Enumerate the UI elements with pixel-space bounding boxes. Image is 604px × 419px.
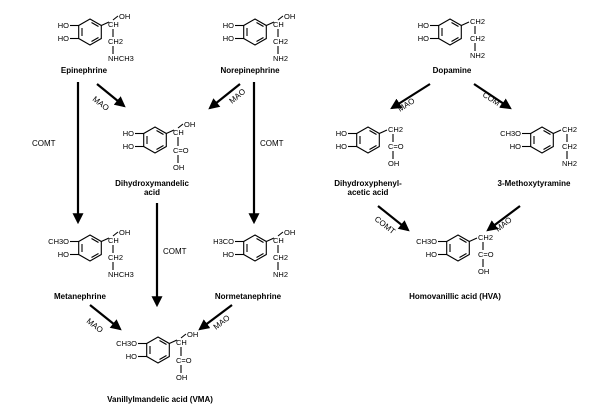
compound-metanephrine: CH3O HO OH CH CH2 NHCH3 bbox=[48, 228, 134, 279]
compound-name-dihydroxymandelic-acid-line2: acid bbox=[144, 188, 160, 197]
compound-dopamine: HO HO CH2 CH2 NH2 bbox=[418, 17, 485, 60]
enzyme-label-mao: MAO bbox=[85, 316, 105, 334]
compound-name-dihydroxyphenylacetic-acid: Dihydroxyphenyl- bbox=[334, 179, 402, 188]
ring-substituent-bottom: HO bbox=[58, 34, 69, 43]
chain-group: OH bbox=[119, 228, 130, 237]
ring-substituent-top: HO bbox=[58, 21, 69, 30]
enzyme-label-comt: COMT bbox=[163, 247, 187, 256]
chain-group: OH bbox=[119, 12, 130, 21]
ring-substituent-bottom: HO bbox=[418, 34, 429, 43]
compound-name-dihydroxyphenylacetic-acid-line2: acetic acid bbox=[348, 188, 389, 197]
ring-substituent-top: CH3O bbox=[500, 129, 521, 138]
compound-name-vanillylmandelic-acid: Vanillylmandelic acid (VMA) bbox=[107, 395, 213, 404]
arrow-dopac-to-hva bbox=[377, 205, 410, 232]
compound-name-normetanephrine: Normetanephrine bbox=[215, 292, 282, 301]
compound-name-3-methoxytyramine: 3-Methoxytyramine bbox=[498, 179, 571, 188]
chain-group: NHCH3 bbox=[108, 270, 134, 279]
chain-group: CH2 bbox=[108, 37, 123, 46]
enzyme-label-mao: MAO bbox=[396, 96, 416, 113]
compound-epinephrine: HO HO OH CH CH2 NHCH3 bbox=[58, 12, 134, 63]
chain-group: CH bbox=[273, 20, 284, 29]
ring-substituent-bottom: HO bbox=[58, 250, 69, 259]
compound-dihydroxyphenylacetic-acid: HO HO CH2 C=O OH bbox=[336, 125, 404, 168]
arrow-metanephrine-to-vma bbox=[89, 304, 122, 331]
ring-substituent-bottom: HO bbox=[123, 142, 134, 151]
chain-group: OH bbox=[284, 228, 295, 237]
chain-group: NHCH3 bbox=[108, 54, 134, 63]
arrow-3-methoxytyramine-to-hva bbox=[486, 205, 521, 232]
compound-name-metanephrine: Metanephrine bbox=[54, 292, 107, 301]
chain-group: CH bbox=[176, 338, 187, 347]
chain-group: CH2 bbox=[470, 17, 485, 26]
chain-group: OH bbox=[284, 12, 295, 21]
chain-group: C=O bbox=[478, 250, 494, 259]
chain-group: NH2 bbox=[470, 51, 485, 60]
chain-group: CH bbox=[273, 236, 284, 245]
ring-substituent-top: HO bbox=[418, 21, 429, 30]
ring-substituent-top: HO bbox=[123, 129, 134, 138]
compound-name-epinephrine: Epinephrine bbox=[61, 66, 108, 75]
enzyme-label-mao: MAO bbox=[212, 313, 232, 331]
ring-substituent-bottom: HO bbox=[336, 142, 347, 151]
compound-homovanillic-acid: CH3O HO CH2 C=O OH bbox=[416, 233, 494, 276]
enzyme-label-comt: COMT bbox=[260, 139, 284, 148]
ring-substituent-top: CH3O bbox=[416, 237, 437, 246]
arrow-dopamine-to-3-methoxytyramine bbox=[473, 83, 512, 110]
chain-group: CH2 bbox=[562, 125, 577, 134]
chain-group: C=O bbox=[173, 146, 189, 155]
ring-substituent-bottom: HO bbox=[426, 250, 437, 259]
chain-group: CH2 bbox=[273, 253, 288, 262]
chain-group: CH2 bbox=[388, 125, 403, 134]
enzyme-label-comt: COMT bbox=[481, 90, 506, 110]
ring-substituent-top: CH3O bbox=[48, 237, 69, 246]
chain-group: NH2 bbox=[273, 270, 288, 279]
ring-substituent-bottom: HO bbox=[126, 352, 137, 361]
compound-name-dihydroxymandelic-acid: Dihydroxymandelic bbox=[115, 179, 189, 188]
enzyme-label-mao: MAO bbox=[91, 94, 111, 112]
chain-group: C=O bbox=[388, 142, 404, 151]
ring-substituent-top: H3CO bbox=[213, 237, 234, 246]
compound-name-homovanillic-acid: Homovanillic acid (HVA) bbox=[409, 292, 501, 301]
chain-group: CH2 bbox=[470, 34, 485, 43]
enzyme-label-mao: MAO bbox=[494, 215, 514, 233]
chain-group: CH2 bbox=[478, 233, 493, 242]
arrow-dopamine-to-dopac bbox=[390, 83, 431, 110]
arrow-normetanephrine-to-vma bbox=[198, 304, 233, 331]
chain-group: CH2 bbox=[108, 253, 123, 262]
chain-group: CH bbox=[108, 20, 119, 29]
ring-substituent-bottom: HO bbox=[510, 142, 521, 151]
compound-name-dopamine: Dopamine bbox=[433, 66, 472, 75]
ring-substituent-top: CH3O bbox=[116, 339, 137, 348]
compound-vanillylmandelic-acid: CH3O HO OH CH C=O OH bbox=[116, 330, 198, 382]
chain-group: NH2 bbox=[273, 54, 288, 63]
chain-group: OH bbox=[388, 159, 399, 168]
arrow-epinephrine-to-dihydroxymandelic bbox=[96, 83, 126, 108]
ring-substituent-bottom: HO bbox=[223, 250, 234, 259]
chain-group: OH bbox=[187, 330, 198, 339]
enzyme-label-mao: MAO bbox=[228, 87, 248, 106]
chain-group: OH bbox=[478, 267, 489, 276]
chain-group: CH bbox=[108, 236, 119, 245]
compound-3-methoxytyramine: CH3O HO CH2 CH2 NH2 bbox=[500, 125, 577, 168]
ring-substituent-top: HO bbox=[336, 129, 347, 138]
chain-group: OH bbox=[176, 373, 187, 382]
ring-substituent-top: HO bbox=[223, 21, 234, 30]
compound-norepinephrine: HO HO OH CH CH2 NH2 bbox=[223, 12, 296, 63]
chain-group: OH bbox=[173, 163, 184, 172]
compound-dihydroxymandelic-acid: HO HO OH CH C=O OH bbox=[123, 120, 196, 172]
ring-substituent-bottom: HO bbox=[223, 34, 234, 43]
chain-group: CH bbox=[173, 128, 184, 137]
chain-group: OH bbox=[184, 120, 195, 129]
chain-group: C=O bbox=[176, 356, 192, 365]
chain-group: CH2 bbox=[562, 142, 577, 151]
chain-group: NH2 bbox=[562, 159, 577, 168]
compound-name-norepinephrine: Norepinephrine bbox=[220, 66, 280, 75]
arrow-norepinephrine-to-dihydroxymandelic bbox=[208, 83, 241, 110]
chain-group: CH2 bbox=[273, 37, 288, 46]
compound-normetanephrine: H3CO HO OH CH CH2 NH2 bbox=[213, 228, 295, 279]
enzyme-label-comt: COMT bbox=[32, 139, 56, 148]
